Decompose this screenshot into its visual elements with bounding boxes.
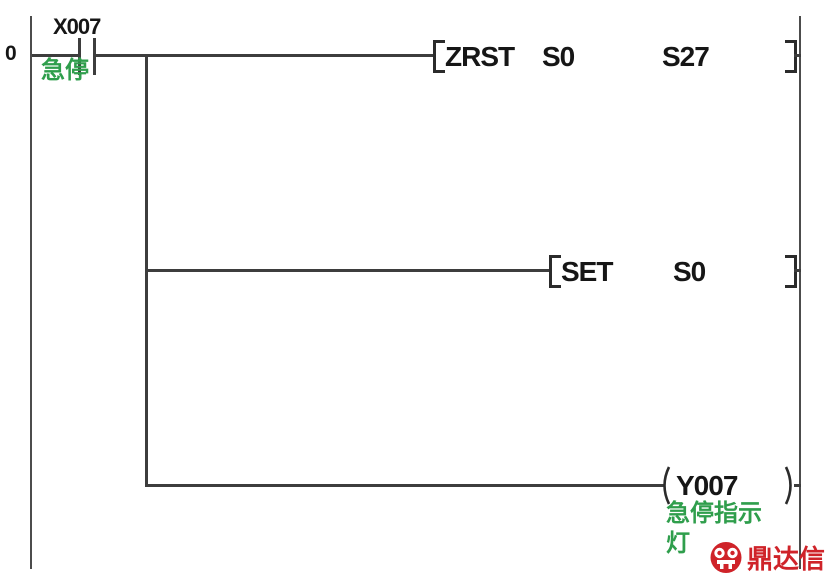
coil-comment-line1: 急停指示: [666, 500, 762, 527]
rung-step-number: 0: [5, 42, 17, 65]
contact-bar-right: [93, 38, 96, 75]
instruction-operand-2: S27: [662, 40, 710, 72]
bracket-open-icon: [549, 255, 561, 288]
wire-branch-to-coil: [146, 484, 664, 487]
watermark-text: 鼎达信: [747, 544, 826, 574]
watermark-logo-icon: [710, 541, 742, 573]
wire-coil-to-rail: [794, 484, 801, 487]
instruction-opcode: ZRST: [445, 40, 515, 72]
right-power-rail: [799, 16, 801, 569]
instruction-operand-1: S0: [673, 255, 706, 287]
coil-comment-line2: 灯: [666, 530, 690, 557]
coil-label: Y007: [676, 469, 738, 501]
contact-bar-left: [78, 38, 81, 75]
contact-x007[interactable]: [76, 36, 100, 76]
wire-rail-to-contact: [32, 54, 79, 57]
contact-comment: 急停: [41, 57, 89, 84]
wire-branch-to-set: [146, 269, 550, 272]
wire-contact-to-zrst: [96, 54, 434, 57]
left-power-rail: [30, 16, 32, 569]
watermark-logo: 鼎达信: [708, 539, 825, 576]
instruction-opcode: SET: [561, 255, 613, 287]
coil-paren-open-icon: [663, 466, 671, 505]
wire-zrst-to-rail: [794, 54, 801, 57]
bracket-open-icon: [433, 40, 445, 73]
coil-paren-close-icon: [784, 466, 792, 505]
contact-label: X007: [53, 14, 101, 39]
instruction-operand-1: S0: [542, 40, 575, 72]
wire-set-to-rail: [794, 269, 801, 272]
